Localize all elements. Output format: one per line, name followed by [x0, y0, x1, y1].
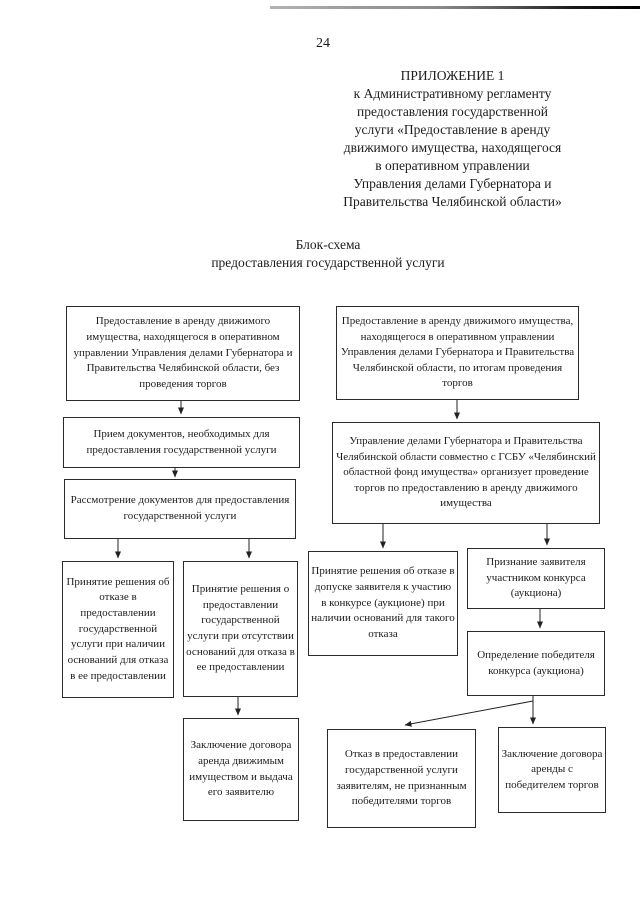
node-docs-review: Рассмотрение документов для предоставлен…	[64, 479, 296, 539]
flowchart-title: Блок-схема предоставления государственно…	[160, 236, 496, 272]
node-participant-recognition: Признание заявителя участником конкурса …	[467, 548, 605, 609]
node-no-auction-start: Предоставление в аренду движимого имущес…	[66, 306, 300, 401]
header-line: предоставления государственной	[357, 104, 548, 119]
node-admission-refusal: Принятие решения об отказе в допуске зая…	[308, 551, 458, 656]
header-line: Правительства Челябинской области»	[343, 194, 562, 209]
header-line: в оперативном управлении	[375, 158, 530, 173]
header-line: услуги «Предоставление в аренду	[354, 122, 551, 137]
appendix-header: ПРИЛОЖЕНИЕ 1 к Административному регламе…	[285, 67, 620, 211]
title-line: предоставления государственной услуги	[211, 255, 445, 270]
node-contract-winner: Заключение договора аренды с победителем…	[498, 727, 606, 813]
header-line: к Административному регламенту	[353, 86, 552, 101]
header-line: Управления делами Губернатора и	[353, 176, 552, 191]
title-line: Блок-схема	[295, 237, 361, 252]
node-auction-start: Предоставление в аренду движимого имущес…	[336, 306, 579, 400]
page-number: 24	[316, 36, 330, 51]
node-docs-reception: Прием документов, необходимых для предос…	[63, 417, 300, 468]
header-line: ПРИЛОЖЕНИЕ 1	[400, 68, 505, 83]
node-grant-decision: Принятие решения о предоставлении госуда…	[183, 561, 298, 697]
node-refusal-decision: Принятие решения об отказе в предоставле…	[62, 561, 174, 698]
scan-artifact-line	[270, 6, 640, 9]
node-contract-no-auction: Заключение договора аренда движимым имущ…	[183, 718, 299, 821]
node-winner-determination: Определение победителя конкурса (аукцион…	[467, 631, 605, 696]
header-line: движимого имущества, находящегося	[343, 140, 562, 155]
node-auction-organization: Управление делами Губернатора и Правител…	[332, 422, 600, 524]
arrow-winner-to-refusal-losers	[404, 700, 534, 727]
node-service-refusal-losers: Отказ в предоставлении государственной у…	[327, 729, 476, 828]
